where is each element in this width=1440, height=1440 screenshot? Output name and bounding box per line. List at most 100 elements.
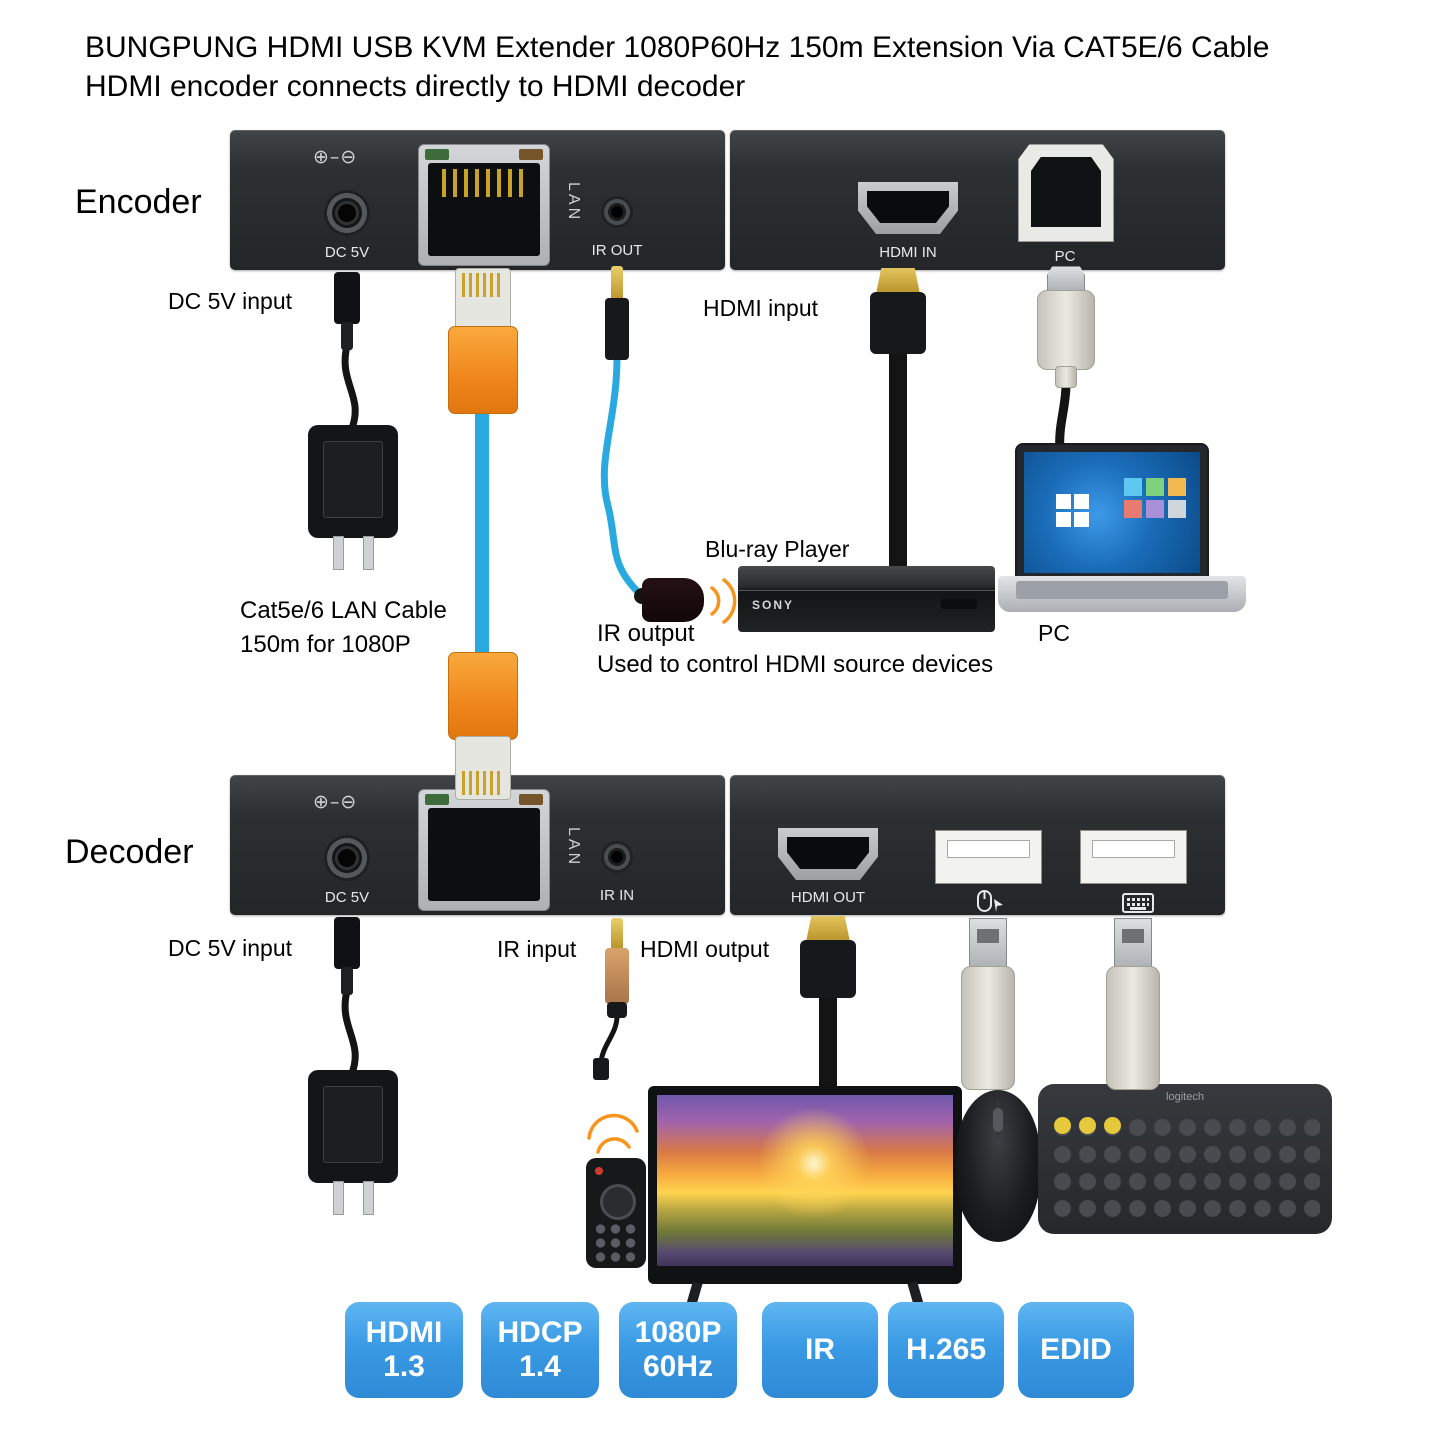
- hdmi-input-label: HDMI input: [703, 295, 819, 321]
- lan-led-amber: [519, 149, 543, 160]
- ir-note-label: Used to control HDMI source devices: [597, 651, 994, 678]
- encoder-dc-input-label: DC 5V input: [168, 288, 293, 314]
- badge-line1: IR: [805, 1333, 835, 1366]
- decoder-dc-label: DC 5V: [324, 889, 370, 906]
- polarity-icon: ⊕–⊖: [313, 146, 358, 168]
- usb-a-plug-body: [961, 966, 1015, 1090]
- keyboard: logitech: [1038, 1084, 1332, 1234]
- usb-b-opening: [1031, 157, 1101, 227]
- keyboard-icon: [1122, 893, 1154, 913]
- decoder-hdmi-out-port: [778, 828, 878, 880]
- hdmi-plug-body: [800, 940, 856, 998]
- tv: [648, 1086, 962, 1284]
- hdmi-plug-tip: [876, 268, 920, 294]
- encoder-ir-out-jack: [601, 196, 633, 228]
- decoder-label: Decoder: [65, 833, 194, 871]
- keyboard-yellow-key: [1054, 1117, 1071, 1134]
- decoder-ir-in-jack: [601, 841, 633, 873]
- dc-plug-strain-relief: [341, 967, 353, 995]
- rj45-plug-pins: [462, 273, 504, 297]
- keyboard-yellow-key: [1104, 1117, 1121, 1134]
- lan-cable: [475, 408, 489, 660]
- title-line2: HDMI encoder connects directly to HDMI d…: [85, 70, 746, 103]
- badge-hdmi: HDMI 1.3: [345, 1302, 463, 1398]
- usb-a-opening: [947, 840, 1030, 858]
- rj45-boot-bottom: [448, 652, 518, 740]
- usb-b-plug-body: [1037, 290, 1095, 370]
- badge-line1: HDMI: [365, 1316, 443, 1349]
- rj45-plug-pins: [462, 771, 504, 795]
- laptop-tiles: [1124, 478, 1190, 518]
- remote-buttons: [593, 1222, 639, 1262]
- bluray-player: SONY: [738, 566, 995, 632]
- badge-line1: 1080P: [634, 1316, 722, 1349]
- adapter-prong: [363, 1181, 374, 1215]
- lan-port-opening: [428, 163, 540, 256]
- usb-plug-slot: [1122, 929, 1144, 943]
- keyboard-yellow-key: [1079, 1117, 1096, 1134]
- lan-cable-label: Cat5e/6 LAN Cable 150m for 1080P: [240, 594, 447, 662]
- rj45-plug-bottom: [455, 736, 511, 800]
- hdmi-plug-body: [870, 292, 926, 354]
- badge-hdcp: HDCP 1.4: [481, 1302, 599, 1398]
- decoder-dc-cable: [341, 987, 359, 1077]
- power-adapter: [308, 1070, 398, 1183]
- encoder-ir-cable: [600, 354, 646, 600]
- tv-screen: [657, 1095, 953, 1266]
- bluray-display: [941, 599, 977, 609]
- adapter-prong: [333, 536, 344, 570]
- polarity-icon: ⊕–⊖: [313, 791, 358, 813]
- lan-port-opening: [428, 808, 540, 901]
- mouse-scroll-wheel: [993, 1108, 1003, 1132]
- decoder-usb-mouse-port: [935, 830, 1042, 884]
- bluray-brand: SONY: [752, 598, 795, 612]
- decoder-usb-keyboard-port: [1080, 830, 1187, 884]
- encoder-lan-port: [418, 144, 550, 266]
- lan-led-green: [425, 794, 449, 805]
- badge-h265: H.265: [888, 1302, 1004, 1398]
- hdmi-port-opening: [867, 191, 949, 223]
- laptop-base: [998, 576, 1246, 612]
- dc-barrel-plug: [334, 272, 360, 324]
- remote-control: [586, 1158, 646, 1268]
- encoder-dc-cable: [341, 342, 359, 432]
- mouse-icon: [977, 890, 1003, 912]
- laptop-keyboard: [1016, 581, 1228, 599]
- hdmi-output-label: HDMI output: [640, 936, 770, 962]
- lan-led-green: [425, 149, 449, 160]
- dc-barrel-plug: [334, 917, 360, 969]
- lan-port-pins: [442, 169, 526, 197]
- hdmi-port-opening: [787, 837, 869, 869]
- laptop-screen: [1015, 443, 1209, 582]
- usb-b-plug-neck: [1055, 366, 1077, 388]
- decoder-ir-stub-cable: [598, 1013, 620, 1065]
- adapter-prong: [363, 536, 374, 570]
- adapter-sticker: [323, 441, 383, 518]
- encoder-hdmi-cable: [889, 348, 907, 590]
- encoder-front-panel: HDMI IN PC: [730, 130, 1225, 270]
- usb-a-plug-tip: [1114, 918, 1152, 974]
- remote-dpad: [600, 1184, 636, 1220]
- lan-cable-line1: Cat5e/6 LAN Cable: [240, 597, 447, 624]
- decoder-hdmi-out-label: HDMI OUT: [790, 889, 866, 906]
- usb-a-opening: [1092, 840, 1175, 858]
- encoder-ir-out-label: IR OUT: [591, 242, 643, 259]
- badge-line1: HDCP: [497, 1316, 583, 1349]
- decoder-ir-in-label: IR IN: [599, 887, 635, 904]
- ir-jack-body: [605, 298, 629, 360]
- encoder-pc-port-label: PC: [1054, 248, 1076, 265]
- laptop-display: [1024, 452, 1200, 573]
- usb-plug-slot: [977, 929, 999, 943]
- encoder-dc-label: DC 5V: [324, 244, 370, 261]
- badge-edid: EDID: [1018, 1302, 1134, 1398]
- encoder-hdmi-in-label: HDMI IN: [879, 244, 937, 261]
- badge-line2: 1.4: [519, 1350, 561, 1383]
- badge-ir: IR: [762, 1302, 878, 1398]
- page-title: BUNGPUNG HDMI USB KVM Extender 1080P60Hz…: [85, 28, 1269, 106]
- decoder-dc-jack: [324, 835, 370, 881]
- encoder-label: Encoder: [75, 183, 202, 221]
- adapter-sticker: [323, 1086, 383, 1163]
- hdmi-plug-tip: [806, 916, 850, 942]
- rj45-plug-top: [455, 268, 511, 332]
